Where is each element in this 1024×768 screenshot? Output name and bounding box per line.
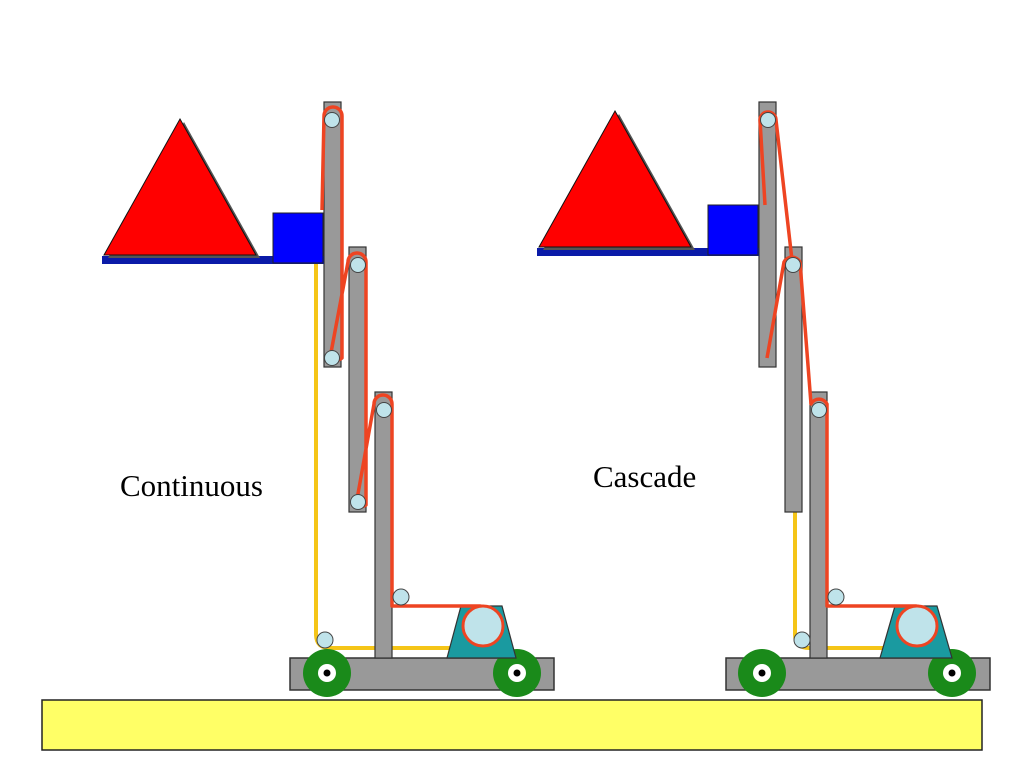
mast-stage-1 — [374, 391, 393, 659]
wheel-axle — [323, 669, 331, 677]
pulley-icon — [811, 402, 827, 418]
pulley-icon — [827, 588, 845, 606]
mast-stage-1 — [809, 391, 828, 659]
pulley-icon — [760, 112, 776, 128]
cascade-elevator — [537, 101, 991, 697]
pulley-icon — [324, 350, 340, 366]
pulley-icon — [316, 631, 334, 649]
fork — [102, 256, 324, 264]
triangle-load-icon — [538, 109, 692, 248]
triangle-load-icon — [103, 117, 257, 256]
pulley-icon — [350, 494, 366, 510]
continuous-label: Continuous — [120, 468, 263, 503]
pulley-icon — [392, 588, 410, 606]
lift-cable — [320, 105, 493, 646]
carriage — [272, 212, 324, 264]
pulley-icon — [793, 631, 811, 649]
carriage — [707, 204, 759, 256]
fork — [537, 248, 759, 256]
cascade-label: Cascade — [593, 459, 697, 494]
winch-drum — [895, 604, 939, 648]
wheel-axle — [513, 669, 521, 677]
pulley-icon — [785, 257, 801, 273]
floor — [41, 699, 983, 751]
mast-stage-2 — [784, 246, 803, 513]
pulley-icon — [324, 112, 340, 128]
pulley-icon — [376, 402, 392, 418]
pulley-icon — [350, 257, 366, 273]
winch-drum — [461, 604, 505, 648]
continuous-elevator — [102, 101, 555, 697]
wheel-axle — [948, 669, 956, 677]
mast-stage-3 — [323, 101, 342, 368]
wheel-axle — [758, 669, 766, 677]
